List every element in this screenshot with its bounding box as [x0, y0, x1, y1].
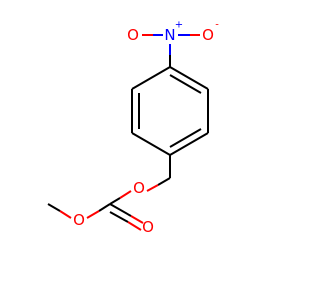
bond-c-co-b [130, 215, 144, 224]
bond-c-co-a [109, 203, 132, 217]
ring-bond-4 [131, 132, 171, 156]
ring-bond-3 [169, 132, 209, 156]
nitro-nitrogen: N [164, 26, 175, 44]
carbonyl-oxygen: O [142, 218, 154, 236]
benzene-ring [131, 66, 209, 156]
bond-ome-ch3-b [47, 203, 61, 212]
bond-c-co-d [127, 221, 142, 231]
nitro-oxygen-right: O [202, 26, 214, 44]
ring-double-2 [169, 128, 202, 148]
bond-o-c-a [119, 190, 132, 199]
methoxy-oxygen: O [73, 211, 85, 229]
ring-double-1 [169, 74, 202, 94]
bond-o-c-b [109, 197, 121, 205]
nitro-oxygen-charge: - [215, 20, 219, 31]
bond-c-ome-a [98, 203, 111, 212]
ring-bond-6 [131, 66, 171, 90]
bond-ch2-o-a [157, 177, 171, 186]
bond-ome-ch3-a [59, 210, 72, 219]
bond-c-ome-b [86, 210, 100, 219]
nitro-oxygen-left: O [127, 26, 139, 44]
bond-c-co-c [109, 211, 129, 223]
ester-oxygen: O [133, 179, 145, 197]
bond-ch2-o-b [146, 184, 159, 192]
molecule-structure: O N + O - O O O [47, 20, 219, 236]
nitro-nitrogen-charge: + [175, 20, 183, 31]
nitro-group [142, 34, 200, 67]
ring-bond-1 [169, 66, 209, 90]
